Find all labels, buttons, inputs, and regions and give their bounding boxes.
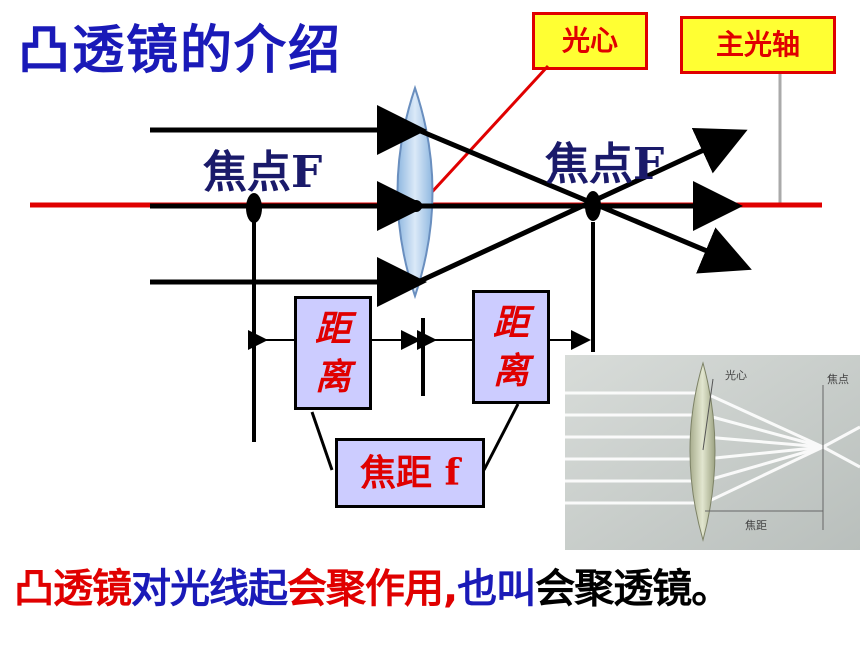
caption-segment: 凸透镜 <box>14 566 132 612</box>
caption-segment: 对光线起 <box>131 566 288 612</box>
focus-label-right: 焦点F <box>545 139 665 190</box>
photo-label-center: 光心 <box>725 368 747 382</box>
focal-length-box: 焦距 f <box>335 438 485 508</box>
optical-center-leader <box>418 64 550 207</box>
caption: 凸透镜对光线起会聚作用,也叫会聚透镜。 <box>14 556 731 614</box>
photo-label-focus: 焦点 <box>827 373 849 386</box>
focal-point-left <box>246 193 262 223</box>
distance-char: 距 <box>314 308 351 350</box>
brace-right <box>482 403 520 471</box>
distance-char: 离 <box>492 350 529 392</box>
refracted-ray-bottom <box>416 127 748 285</box>
convex-lens <box>396 84 434 300</box>
distance-box-right: 距 离 <box>472 290 550 404</box>
caption-segment: 会聚透镜。 <box>535 566 731 612</box>
refracted-ray-top <box>417 127 752 274</box>
optical-center-dot <box>410 200 422 212</box>
brace-left <box>310 411 334 471</box>
focus-label-left: 焦点F <box>203 147 323 198</box>
page-title: 凸透镜的介绍 <box>18 21 343 81</box>
distance-char: 距 <box>492 302 529 344</box>
principal-axis-callout: 主光轴 <box>680 16 836 74</box>
focal-point-right <box>585 191 601 221</box>
caption-segment: 也叫 <box>457 566 536 612</box>
caption-segment: , <box>443 566 458 612</box>
photo-label-focal-length: 焦距 <box>745 519 767 532</box>
distance-box-left: 距 离 <box>294 296 372 410</box>
caption-segment: 会聚作用 <box>287 566 444 612</box>
lens-light-photo: 光心 焦点 焦距 <box>565 355 860 550</box>
optical-center-callout: 光心 <box>532 12 648 70</box>
distance-char: 离 <box>314 356 351 398</box>
